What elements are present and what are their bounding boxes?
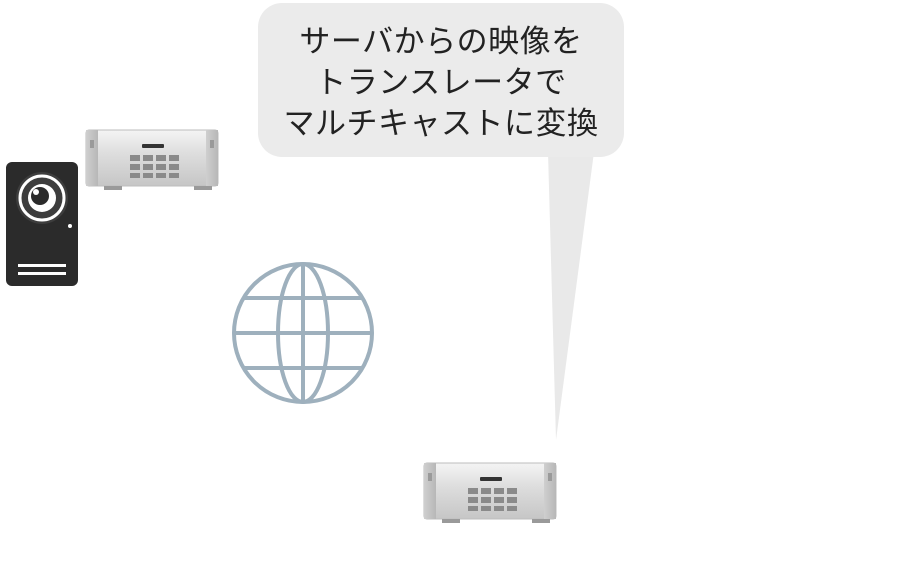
callout-bubble	[258, 3, 624, 440]
callout-tail	[548, 152, 594, 440]
server-icon	[423, 462, 557, 523]
server-icon	[85, 129, 219, 190]
callout-line: マルチキャストに変換	[283, 106, 599, 142]
callout-text: サーバからの映像を トランスレータで マルチキャストに変換	[258, 22, 624, 145]
callout-line: トランスレータで	[315, 65, 567, 101]
callout-body	[258, 3, 624, 157]
camera-device-icon	[6, 162, 78, 286]
globe-icon	[232, 262, 374, 404]
callout-line: サーバからの映像を	[299, 24, 583, 60]
